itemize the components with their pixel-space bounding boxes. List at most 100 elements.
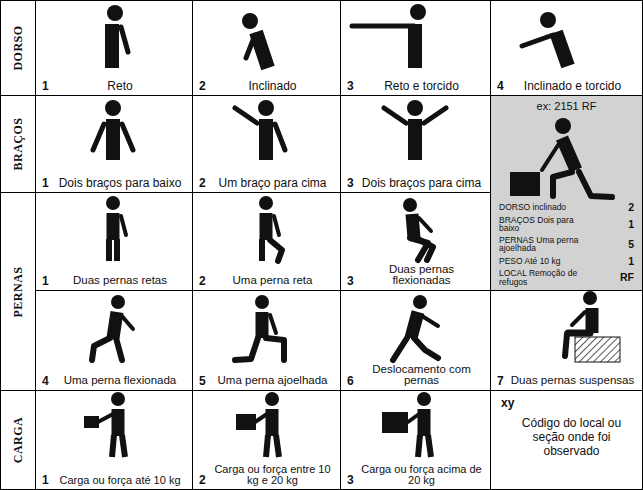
legs-straight-figure-part [106, 239, 112, 261]
load-small-figure-part [111, 392, 125, 406]
load-medium-figure-part [266, 435, 268, 457]
posture-label: Uma perna reta [211, 275, 334, 287]
example-key-row: PESO Até 10 kg 1 [499, 256, 634, 267]
legs-bent-figure-part [412, 214, 414, 238]
posture-label: Reto e torcido [359, 80, 484, 92]
kneeling-figure-part [235, 338, 258, 360]
legs-bent-figure [403, 198, 433, 260]
arms-down-figure-part [122, 124, 133, 150]
posture-label: Dois braços para baixo [54, 177, 186, 189]
location-code-cell: xyCódigo do local ou seção onde foi obse… [490, 390, 643, 490]
seated-figure-part [583, 291, 597, 305]
kneeling-figure [235, 295, 284, 360]
load-heavy-figure-part [417, 392, 431, 406]
back-bent-figure-part [256, 32, 268, 68]
row-header-label: CARGA [12, 417, 24, 464]
seated-figure [565, 291, 620, 362]
posture-label: Duas pernas suspensas [509, 375, 636, 387]
row-header-label: BRAÇOS [12, 117, 24, 170]
example-panel-ground [490, 95, 643, 291]
load-small-figure-part [84, 416, 99, 428]
kneeling-figure-part [256, 312, 269, 338]
row-header: BRAÇOS [0, 95, 36, 193]
example-key-label: BRAÇOS Dois para baixo [499, 216, 595, 233]
load-small-figure [84, 392, 125, 457]
code-number: 6 [347, 375, 354, 387]
back-bent-twisted-figure-part [522, 35, 553, 46]
row-header-label: PERNAS [12, 266, 24, 317]
example-key-value: RF [620, 272, 634, 283]
back-bent-twisted-figure-part [540, 12, 556, 28]
example-key-row: DORSO inclinado2 [499, 202, 634, 213]
example-key-label: PERNAS Uma perna ajoelhada [499, 236, 595, 253]
posture-cell: 1Reto [35, 0, 193, 96]
example-kneeling-figure-part [579, 172, 612, 197]
posture-cell: 2Um braço para cima [192, 95, 341, 193]
back-twisted-figure-part [352, 24, 414, 29]
posture-cell: 2Uma perna reta [192, 192, 341, 291]
posture-label: Inclinado e torcido [509, 80, 636, 92]
legs-straight-figure [106, 196, 126, 261]
posture-cell: 3Dois braços para cima [340, 95, 491, 193]
code-number: 3 [347, 80, 354, 92]
posture-label: Duas pernas retas [54, 275, 186, 287]
load-medium-figure-part [276, 435, 279, 457]
load-heavy-figure [382, 392, 431, 457]
seated-figure-part [572, 312, 585, 325]
arms-down-figure-part [105, 100, 121, 116]
load-heavy-figure-part [382, 412, 408, 433]
back-straight-figure-part [121, 27, 128, 52]
example-key-label: DORSO inclinado [499, 203, 595, 212]
example-key-label: LOCAL Remoção de refugos [499, 269, 595, 286]
row-header: PERNAS [0, 192, 36, 391]
code-number: 3 [347, 474, 354, 486]
code-number: 5 [199, 375, 206, 387]
code-number: 1 [42, 275, 49, 287]
posture-cell: 7Duas pernas suspensas [490, 290, 643, 391]
load-medium-figure-part [255, 414, 267, 422]
code-number: 3 [347, 177, 354, 189]
load-medium-figure-part [236, 414, 256, 430]
walking-figure [393, 295, 438, 360]
one-arm-up-figure [235, 100, 285, 160]
code-number: 1 [42, 80, 49, 92]
example-key-list: DORSO inclinado2BRAÇOS Dois para baixo1P… [499, 202, 634, 286]
one-arm-up-figure-part [259, 119, 273, 160]
code-number: 3 [347, 275, 354, 287]
one-leg-bent-figure-part [121, 315, 133, 329]
posture-cell: 2Inclinado [192, 0, 341, 96]
posture-label: Carga ou força entre 10 kg e 20 kg [211, 464, 334, 486]
example-kneeling-figure-part [562, 138, 576, 170]
one-leg-straight-figure-part [270, 240, 282, 261]
back-bent-figure [242, 13, 268, 68]
two-arms-up-figure-part [384, 108, 406, 123]
one-leg-bent-figure-part [92, 338, 110, 360]
example-key-value: 1 [628, 256, 634, 267]
one-leg-straight-figure-part [259, 239, 265, 261]
posture-cell: 3 Reto e torcido [340, 0, 491, 96]
legs-bent-figure-part [416, 238, 433, 260]
back-bent-twisted-figure [522, 12, 568, 66]
load-small-figure-part [112, 435, 114, 457]
back-straight-figure-part [107, 5, 123, 21]
back-straight-figure-part [105, 24, 119, 68]
load-small-figure-part [98, 414, 113, 422]
posture-cell: 1 Duas pernas retas [35, 192, 193, 291]
one-leg-straight-figure-part [274, 216, 279, 235]
back-straight-figure [107, 5, 128, 68]
example-key-row: LOCAL Remoção de refugos RF [499, 269, 634, 286]
example-kneeling-figure-part [553, 172, 572, 196]
example-key-label: PESO Até 10 kg [499, 257, 595, 266]
example-kneeling-figure [510, 118, 612, 197]
posture-label: Uma perna ajoelhada [211, 375, 334, 387]
example-kneeling-figure-part [510, 172, 540, 196]
walking-figure-part [393, 338, 407, 360]
posture-label: Uma perna flexionada [54, 375, 186, 387]
load-medium-figure [236, 392, 279, 457]
arms-down-figure-part [93, 124, 104, 150]
row-header: CARGA [0, 390, 36, 490]
two-arms-up-figure [384, 100, 446, 160]
legs-straight-figure-part [106, 196, 120, 210]
back-twisted-figure-part [408, 24, 422, 68]
